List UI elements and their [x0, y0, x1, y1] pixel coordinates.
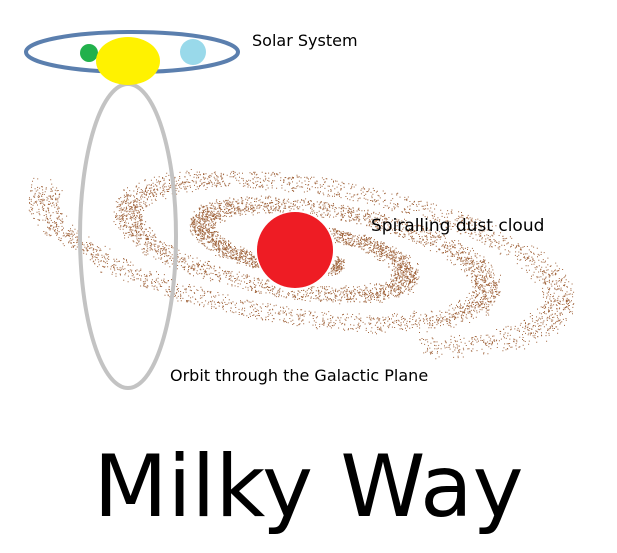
spiral-dust-cloud-icon: [28, 169, 575, 360]
solar-system-label: Solar System: [252, 31, 358, 50]
galactic-orbit-label: Orbit through the Galactic Plane: [170, 366, 429, 385]
dust-cloud-label: Spiralling dust cloud: [371, 216, 545, 236]
galactic-core-icon: [257, 212, 333, 288]
sun-icon: [96, 37, 160, 85]
galactic-orbit-ellipse: [78, 82, 178, 390]
diagram-title: Milky Way: [93, 437, 524, 537]
dust-particles: [28, 169, 575, 360]
blue-planet-icon: [180, 39, 206, 65]
green-planet-icon: [80, 44, 98, 62]
